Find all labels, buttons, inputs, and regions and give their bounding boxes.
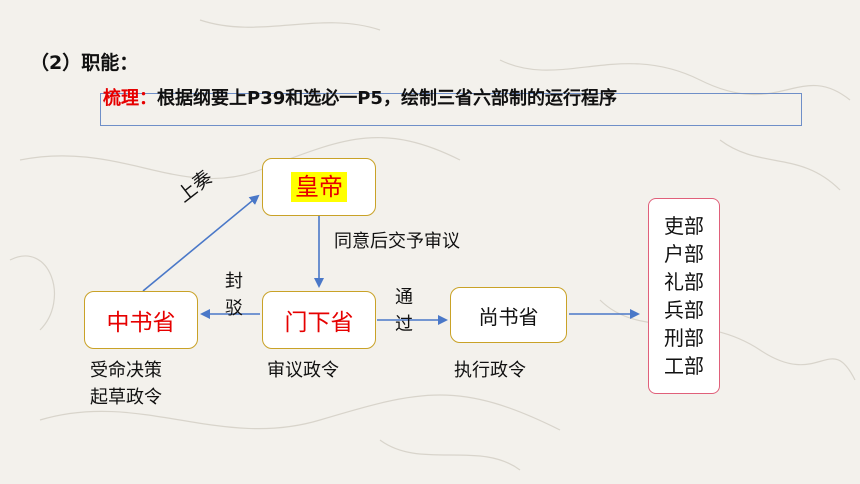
ministry-works: 工部 [664,354,704,378]
task-body: 根据纲要上P39和选必一P5，绘制三省六部制的运行程序 [157,88,617,109]
section-heading: （2）职能： [30,52,139,74]
task-lead: 梳理： [103,88,157,109]
ministry-justice: 刑部 [664,326,704,350]
ministry-personnel: 吏部 [664,214,704,238]
task-frame [100,93,802,126]
ministry-revenue: 户部 [664,242,704,266]
node-emperor: 皇帝 [262,158,376,216]
task-instruction: 梳理：根据纲要上P39和选必一P5，绘制三省六部制的运行程序 [103,87,793,111]
arrow-zhongshu-to-emperor [142,194,260,292]
role-zhongshu-1: 受命决策 [90,360,162,381]
edge-label-pass: 通过 [395,287,413,335]
shangshu-label: 尚书省 [478,304,539,329]
menxia-label: 门下省 [284,310,354,336]
ministry-war: 兵部 [664,298,704,322]
edge-label-reject: 封驳 [225,271,243,319]
role-zhongshu-2: 起草政令 [90,387,162,408]
zhongshu-label: 中书省 [106,310,176,336]
ministry-rites: 礼部 [664,270,704,294]
role-shangshu: 执行政令 [454,360,526,381]
emperor-label: 皇帝 [291,172,347,202]
node-zhongshu: 中书省 [84,291,198,349]
node-menxia: 门下省 [262,291,376,349]
role-menxia: 审议政令 [267,360,339,381]
node-shangshu: 尚书省 [450,287,567,343]
six-ministries-box: 吏部 户部 礼部 兵部 刑部 工部 [648,198,720,394]
edge-label-consent: 同意后交予审议 [334,231,460,252]
